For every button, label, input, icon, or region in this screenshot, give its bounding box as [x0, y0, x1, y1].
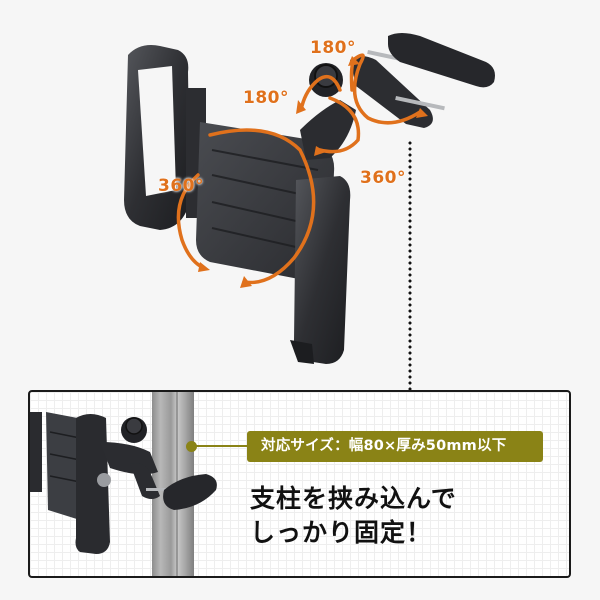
compatible-size-badge: 対応サイズ：幅80×厚み50mm以下 [247, 431, 543, 462]
headline-line-2: しっかり固定！ [250, 518, 433, 547]
detail-inset-box: 対応サイズ：幅80×厚み50mm以下 支柱を挟み込んで しっかり固定！ [28, 390, 571, 578]
headline-line-1: 支柱を挟み込んで [250, 484, 457, 513]
rotation-label-top-clamp: 180° [310, 38, 356, 58]
clamped-holder-illustration [30, 412, 217, 554]
rotation-label-ball-joint: 360° [360, 168, 406, 188]
callout-headline: 支柱を挟み込んで しっかり固定！ [250, 482, 457, 550]
rotation-label-arm-joint: 180° [243, 88, 289, 108]
tablet-holder-illustration [124, 33, 495, 364]
dotted-leader-line [408, 140, 412, 390]
rotation-label-tablet-plate: 360° [158, 176, 204, 196]
callout-connector-line [191, 445, 249, 447]
callout-connector-dot [186, 441, 197, 452]
